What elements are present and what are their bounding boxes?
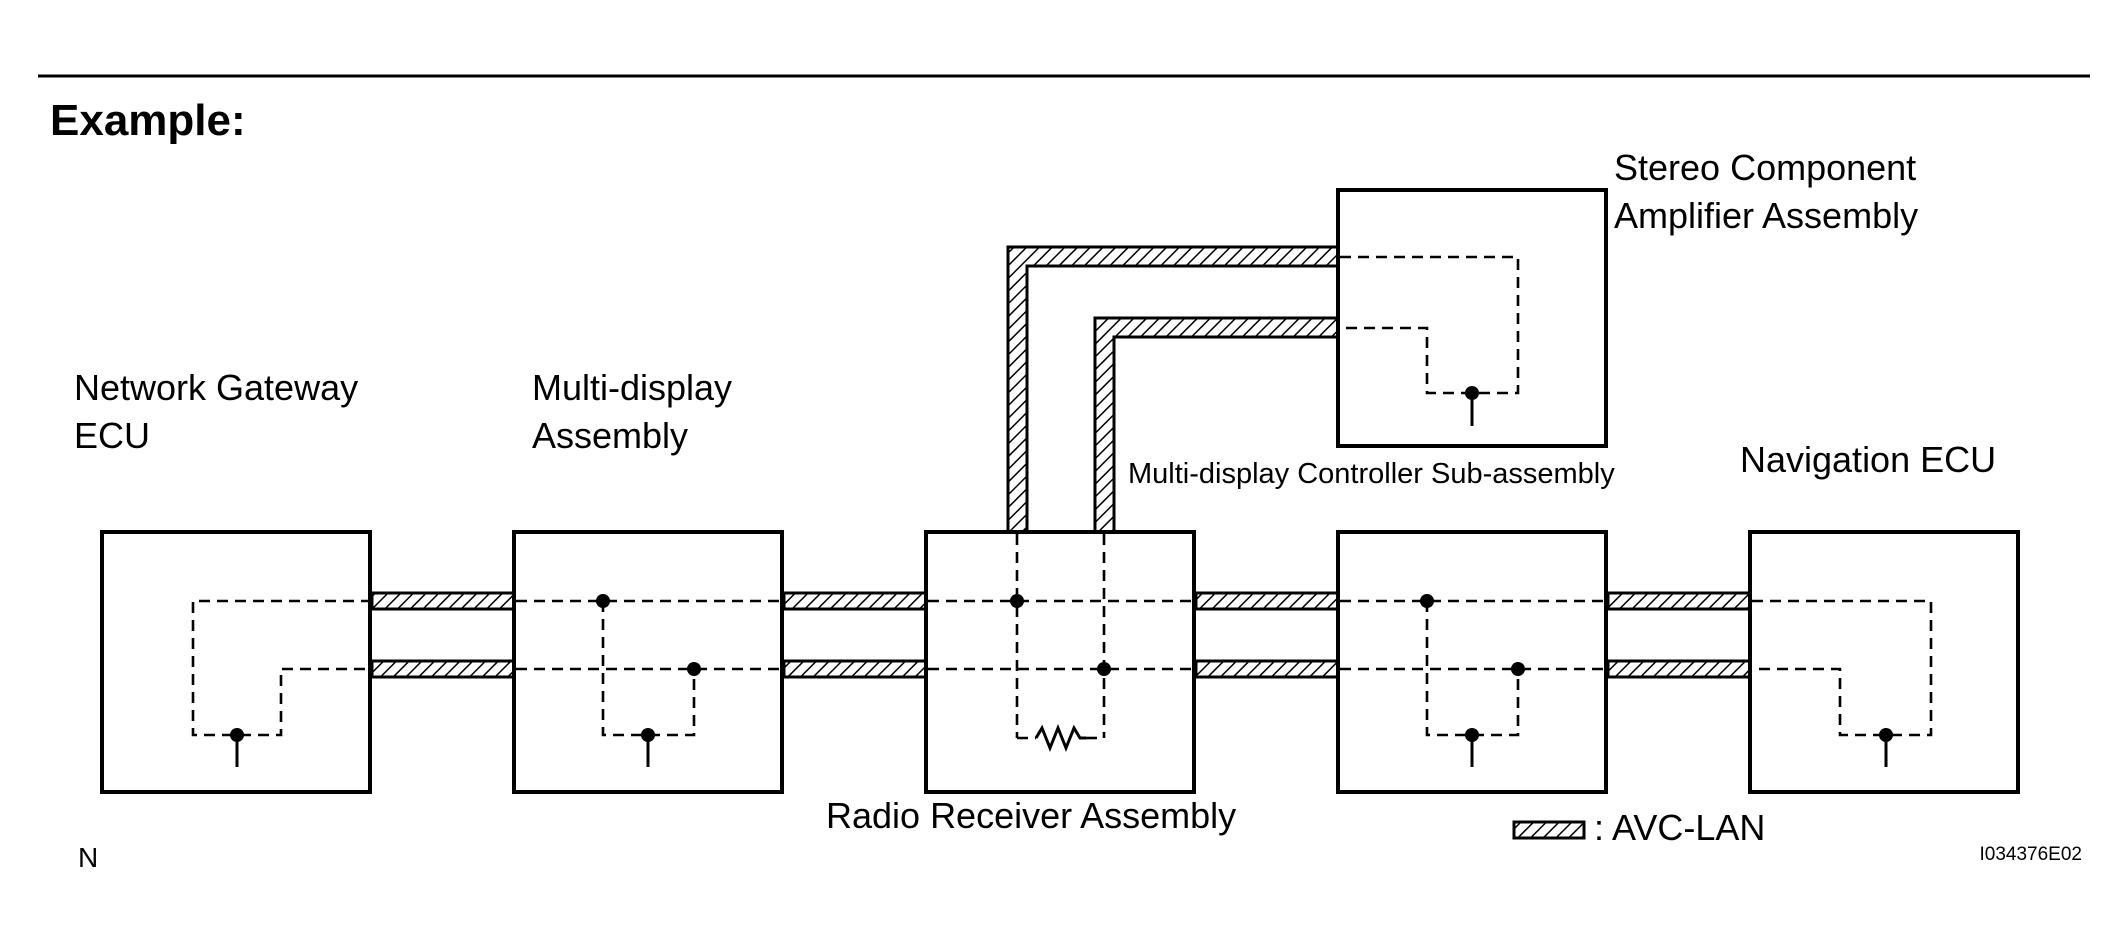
- stereo-amplifier-wiring: [1340, 255, 1520, 426]
- avc-lan-bus: [370, 245, 1754, 679]
- radio-receiver-wiring: [928, 534, 1196, 753]
- multi-display-wiring: [516, 594, 784, 767]
- network-gateway-wiring: [191, 599, 372, 767]
- heading: Example:: [50, 96, 246, 145]
- network-gateway-ecu-label-line1: Network Gateway: [74, 367, 358, 408]
- footer-left-code: N: [78, 842, 98, 873]
- stereo-amplifier-label-line1: Stereo Component: [1614, 147, 1916, 188]
- network-gateway-ecu-label-line2: ECU: [74, 415, 150, 456]
- figure-id: I034376E02: [1980, 844, 2083, 865]
- stereo-amplifier-label-line2: Amplifier Assembly: [1614, 195, 1918, 236]
- legend-label: : AVC-LAN: [1594, 807, 1765, 848]
- radio-receiver-assembly-box: [924, 530, 1196, 794]
- radio-receiver-assembly-label: Radio Receiver Assembly: [826, 795, 1236, 836]
- navigation-ecu-box: [1748, 530, 2020, 794]
- multi-display-assembly-label-line2: Assembly: [532, 415, 688, 456]
- navigation-ecu-wiring: [1752, 599, 1933, 767]
- legend: : AVC-LAN: [1512, 807, 1765, 848]
- navigation-ecu-label: Navigation ECU: [1740, 439, 1996, 480]
- multi-display-controller-wiring: [1340, 594, 1608, 767]
- multi-display-assembly-label-line1: Multi-display: [532, 367, 732, 408]
- terminating-resistor: [1034, 723, 1086, 753]
- multi-display-controller-label: Multi-display Controller Sub-assembly: [1128, 458, 1615, 490]
- legend-avc-lan-swatch: [1512, 820, 1586, 840]
